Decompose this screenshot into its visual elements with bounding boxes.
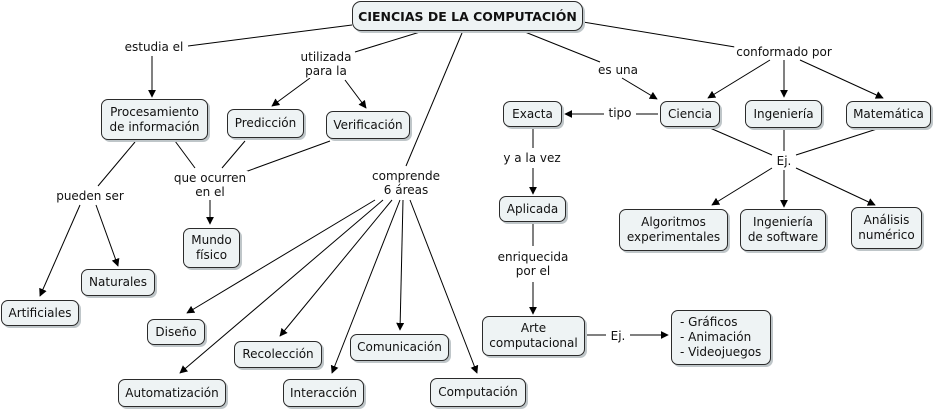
concept-node-arte-computacional[interactable]: Arte computacional [482,316,585,356]
link-label-ej-ciencia: Ej. [774,154,794,168]
concept-node-artificiales[interactable]: Artificiales [1,300,79,326]
concept-node-ingenieria-software[interactable]: Ingeniería de software [740,209,826,251]
concept-node-diseno[interactable]: Diseño [147,319,205,345]
concept-node-algoritmos[interactable]: Algoritmos experimentales [619,209,728,251]
link-label-estudia: estudia el [122,40,186,54]
concept-node-automatizacion[interactable]: Automatización [118,379,226,407]
concept-node-ingenieria[interactable]: Ingeniería [745,100,822,128]
link-label-utilizada: utilizada para la [298,50,354,78]
concept-node-matematica[interactable]: Matemática [846,101,931,128]
concept-node-computacion[interactable]: Computación [430,378,526,407]
concept-node-ejemplos-arte[interactable]: - Gráficos - Animación - Videojuegos [671,310,771,365]
concept-node-exacta[interactable]: Exacta [503,101,562,127]
concept-node-verificacion[interactable]: Verificación [326,111,410,139]
link-label-conformado: conformado por [734,45,834,59]
concept-node-comunicacion[interactable]: Comunicación [350,334,449,361]
link-label-es-una: es una [595,63,641,77]
link-label-tipo: tipo [606,106,634,120]
root-concept-node[interactable]: CIENCIAS DE LA COMPUTACIÓN [352,1,583,31]
concept-node-interaccion[interactable]: Interacción [283,379,364,407]
concept-node-ciencia[interactable]: Ciencia [660,101,720,127]
link-label-enriquecida: enriquecida por el [495,250,571,278]
link-label-ej-arte: Ej. [608,329,628,343]
concept-node-analisis-numerico[interactable]: Análisis numérico [851,207,922,249]
concept-node-aplicada[interactable]: Aplicada [499,196,566,222]
concept-node-recoleccion[interactable]: Recolección [234,341,322,368]
concept-node-naturales[interactable]: Naturales [81,269,155,296]
link-label-que-ocurren: que ocurren en el [171,171,249,199]
link-label-pueden-ser: pueden ser [54,189,126,203]
link-label-comprende: comprende 6 áreas [370,169,442,197]
concept-node-mundo-fisico[interactable]: Mundo físico [183,228,240,268]
concept-node-procesamiento[interactable]: Procesamiento de información [101,99,208,140]
link-label-y-a-la-vez: y a la vez [501,151,563,165]
concept-node-prediccion[interactable]: Predicción [227,109,304,138]
